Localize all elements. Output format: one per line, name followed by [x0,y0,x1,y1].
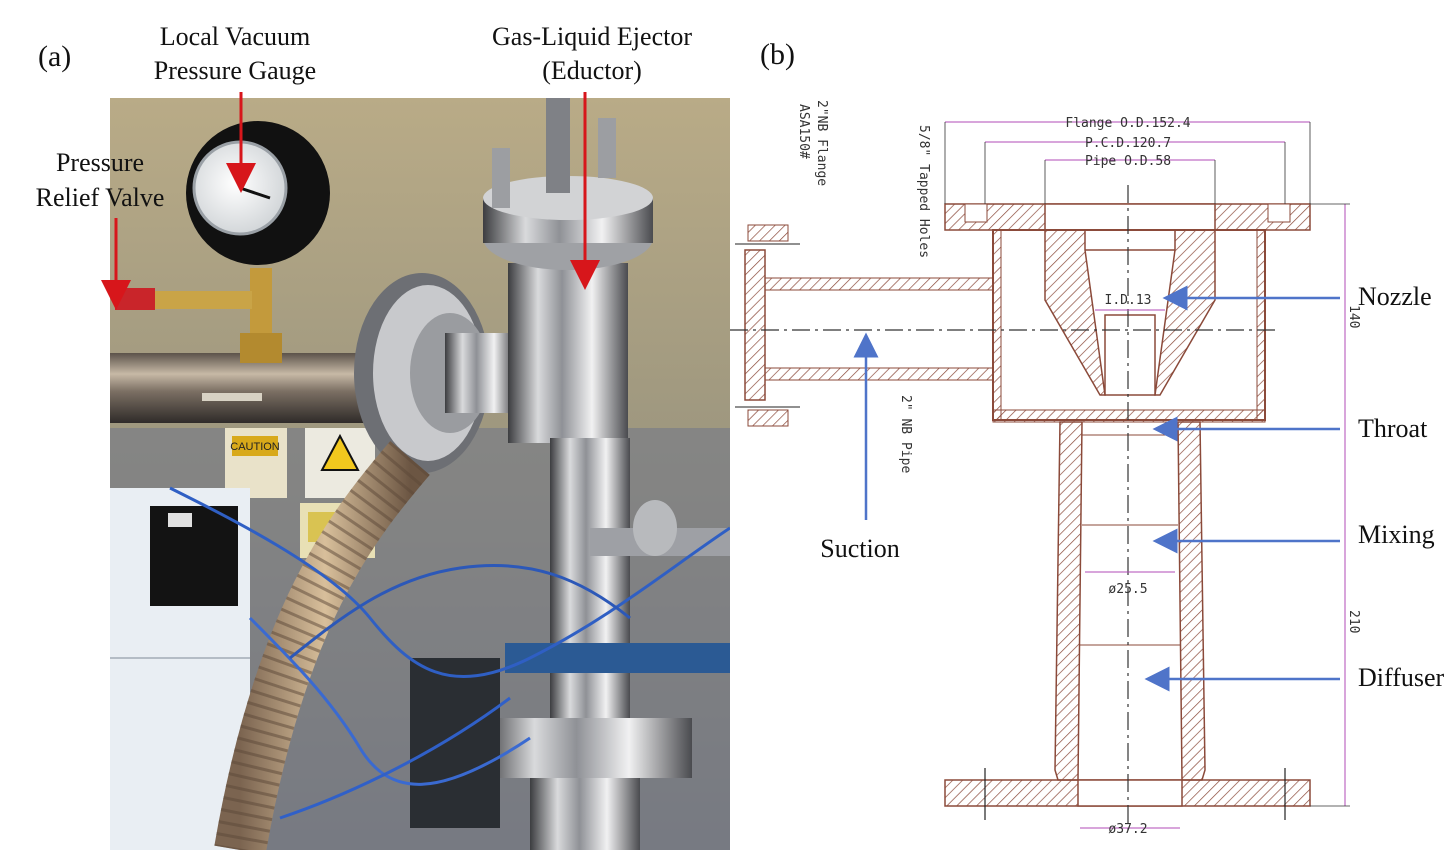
ejector-photo: CAUTION [110,98,730,850]
dim-nb-flange-1: 2"NB Flange [814,100,829,186]
dim-tapped-holes: 5/8" Tapped Holes [916,125,931,258]
panel-b-letter: (b) [760,38,795,71]
caution-sign-text: CAUTION [230,441,280,453]
suction-label: Suction [820,534,900,563]
dim-id: I.D.13 [1105,293,1152,308]
dim-pcd: P.C.D.120.7 [1085,136,1171,151]
ejector-label-line1: Gas-Liquid Ejector [492,22,692,51]
gauge-label-line1: Local Vacuum [159,22,311,51]
mixing-label: Mixing [1358,520,1435,549]
valve-label-line1: Pressure [55,148,145,177]
dim-dia-out: ø37.2 [1108,822,1147,837]
gauge-label-line2: Pressure Gauge [153,56,317,85]
dim-len-top: 140 [1346,305,1361,328]
throat-label: Throat [1358,414,1428,443]
dim-nb-pipe: 2" NB Pipe [898,395,913,473]
dim-pipe-od: Pipe O.D.58 [1085,154,1171,169]
diffuser-label: Diffuser [1358,663,1445,692]
valve-label-line2: Relief Valve [35,183,165,212]
dim-flange-od: Flange O.D.152.4 [1065,116,1190,131]
ejector-label-line2: (Eductor) [542,56,642,85]
dim-dia-mix: ø25.5 [1108,582,1147,597]
panel-a-letter: (a) [38,40,72,73]
dim-nb-flange-2: ASA150# [796,104,811,159]
nozzle-label: Nozzle [1358,282,1432,311]
dim-len-bottom: 210 [1346,610,1361,633]
